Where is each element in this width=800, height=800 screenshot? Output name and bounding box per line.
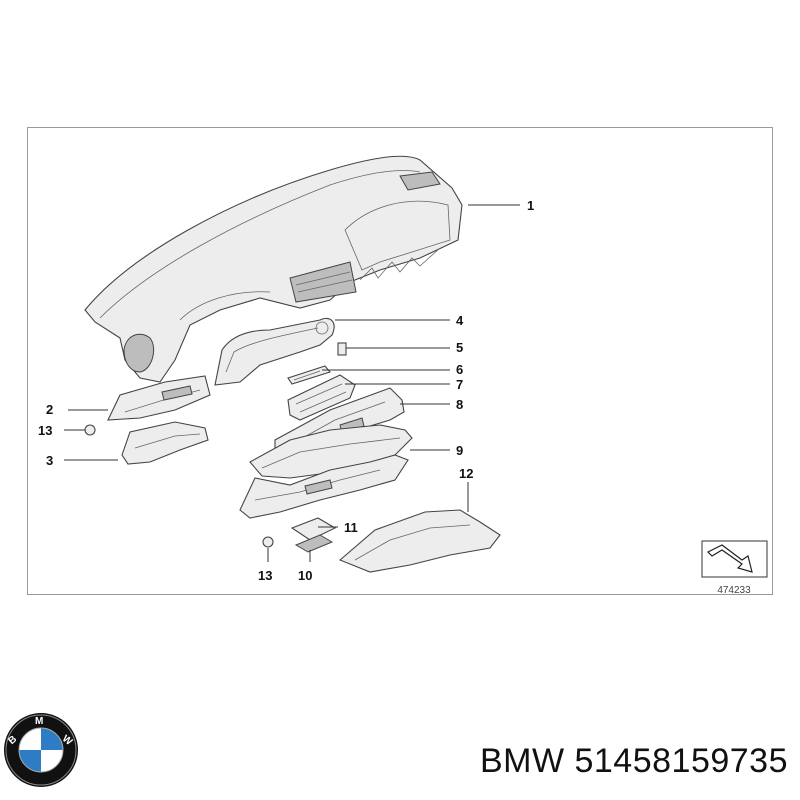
part-seal xyxy=(290,517,337,541)
callout-6: 6 xyxy=(456,362,463,377)
part-cap-upper xyxy=(84,424,96,436)
bmw-logo: B M W xyxy=(4,713,78,787)
callout-12: 12 xyxy=(459,466,473,481)
part-lower-carrier xyxy=(239,454,409,519)
callout-13-lower: 13 xyxy=(258,568,272,583)
svg-text:M: M xyxy=(35,716,43,727)
part-cover xyxy=(294,534,334,553)
callout-3: 3 xyxy=(46,453,53,468)
diagram-reference: 474233 xyxy=(701,540,768,596)
callout-labels: 1 2 3 4 5 6 7 8 9 10 11 12 13 13 xyxy=(38,198,534,583)
callout-9: 9 xyxy=(456,443,463,458)
part-trim-frame xyxy=(287,365,331,385)
part-bracket xyxy=(287,374,356,421)
part-label: BMW 51458159735 xyxy=(480,742,788,781)
brand-name: BMW xyxy=(479,742,565,780)
diagram-frame xyxy=(27,127,773,595)
part-cluster-bezel xyxy=(214,317,335,386)
diagram-ref-number: 474233 xyxy=(717,585,751,596)
callout-13-upper: 13 xyxy=(38,423,52,438)
part-dashboard-panel xyxy=(84,155,463,383)
callout-4: 4 xyxy=(456,313,464,328)
callout-11: 11 xyxy=(344,520,358,535)
callout-8: 8 xyxy=(456,397,463,412)
part-lower-panel xyxy=(121,421,209,465)
callout-2: 2 xyxy=(46,402,53,417)
part-floor-panel xyxy=(338,509,501,573)
callout-7: 7 xyxy=(456,377,463,392)
leader-lines xyxy=(64,204,520,562)
part-cap-lower xyxy=(262,536,274,548)
part-number: 51458159735 xyxy=(574,742,788,780)
arrow-icon xyxy=(706,544,753,573)
callout-1: 1 xyxy=(527,198,534,213)
callout-5: 5 xyxy=(456,340,463,355)
part-side-trim xyxy=(107,375,211,421)
part-clip xyxy=(337,342,347,356)
callout-10: 10 xyxy=(298,568,312,583)
